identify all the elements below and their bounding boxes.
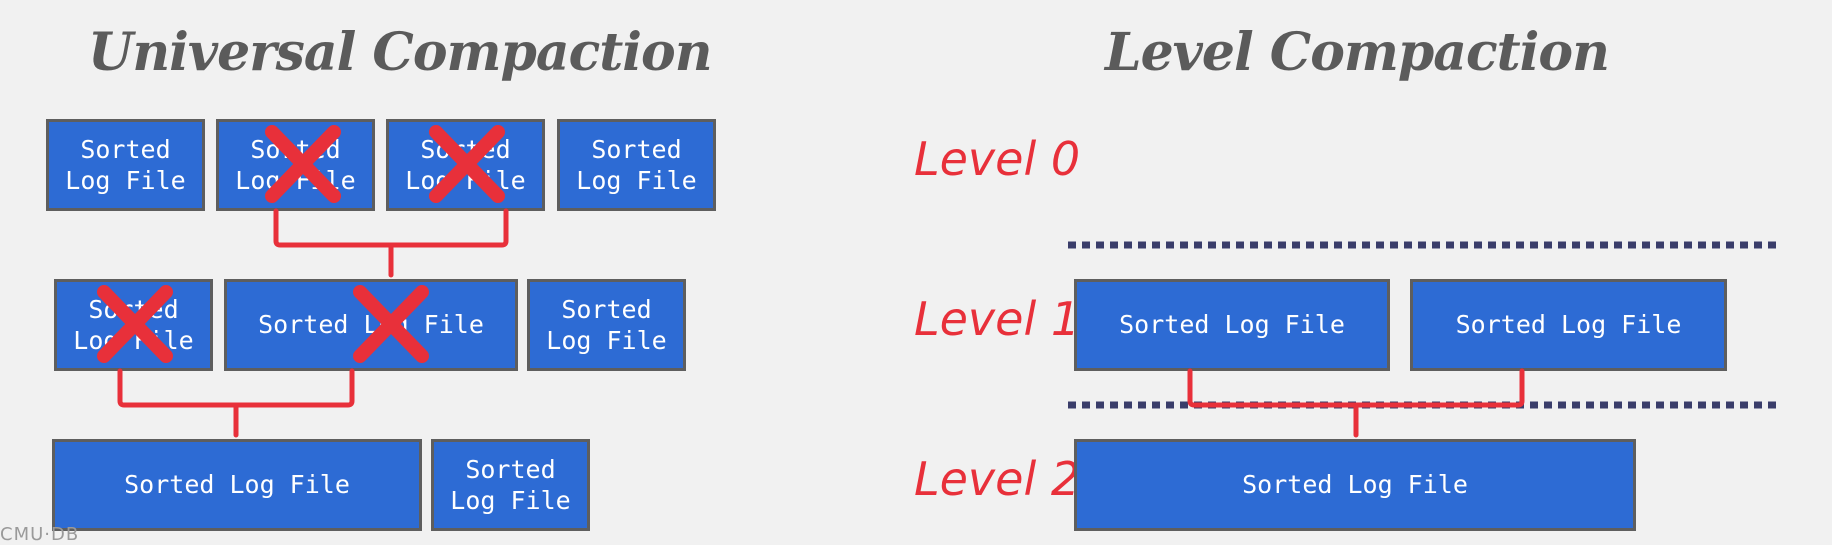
removed-x-icon [429, 125, 505, 203]
universal-row2-file-3: Sorted Log File [527, 279, 686, 371]
level-1-label: Level 1 [914, 292, 1081, 346]
level-0-label: Level 0 [914, 132, 1081, 186]
removed-x-icon [97, 285, 173, 363]
level-merge-bracket [1187, 368, 1525, 438]
level1-file-1: Sorted Log File [1074, 279, 1390, 371]
level2-file-1: Sorted Log File [1074, 439, 1636, 531]
level-compaction-title: Level Compaction [1105, 22, 1610, 83]
level1-file-2: Sorted Log File [1410, 279, 1727, 371]
universal-row1-file-1: Sorted Log File [46, 119, 205, 211]
universal-merge-bracket-2 [117, 368, 355, 438]
universal-compaction-title: Universal Compaction [88, 22, 712, 83]
universal-row1-file-4: Sorted Log File [557, 119, 716, 211]
level-2-label: Level 2 [914, 452, 1081, 506]
universal-row3-file-1: Sorted Log File [52, 439, 422, 531]
universal-merge-bracket-1 [273, 208, 509, 278]
removed-x-icon [265, 125, 341, 203]
footer-watermark: CMU·DB [0, 524, 80, 545]
removed-x-icon [353, 285, 429, 363]
universal-row3-file-2: Sorted Log File [431, 439, 590, 531]
